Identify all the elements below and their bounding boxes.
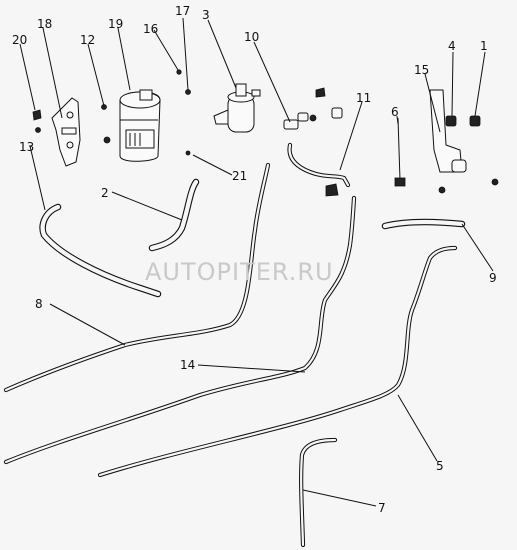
- fastener-21: [185, 150, 191, 156]
- fuel-line-8: [3, 162, 271, 393]
- callout-11: 11: [356, 91, 371, 105]
- callout-1: 1: [480, 39, 488, 53]
- callout-4: 4: [448, 39, 456, 53]
- bolt-12: [101, 104, 111, 144]
- leader-lines: [19, 17, 494, 507]
- callout-19: 19: [108, 17, 123, 31]
- bolt-6: [394, 117, 406, 187]
- callout-12: 12: [80, 33, 95, 47]
- fitting-1: [469, 115, 481, 127]
- connector-10: [283, 87, 343, 130]
- bracket-18: [51, 97, 81, 167]
- callout-6: 6: [391, 105, 399, 119]
- callout-8: 8: [35, 297, 43, 311]
- callout-9: 9: [489, 271, 497, 285]
- fuel-filter-3: [213, 83, 261, 133]
- callout-labels: 20 18 12 19 16 17 3 10 11 6 15 4 1 13 2 …: [12, 4, 497, 515]
- callout-16: 16: [143, 22, 158, 36]
- callout-15: 15: [414, 63, 429, 77]
- callout-20: 20: [12, 33, 27, 47]
- fuel-line-14: [3, 195, 357, 465]
- fastener-17: [185, 89, 191, 95]
- hose-2: [148, 178, 200, 252]
- actuator-15: [429, 89, 467, 194]
- callout-10: 10: [244, 30, 259, 44]
- callout-17: 17: [175, 4, 190, 18]
- fitting-11: [325, 183, 339, 197]
- fastener-16: [176, 69, 182, 75]
- callout-3: 3: [202, 8, 210, 22]
- fuel-line-5: [97, 245, 458, 478]
- fitting-4: [445, 115, 457, 127]
- fuel-line-7: [299, 437, 338, 548]
- callout-13: 13: [19, 140, 34, 154]
- canister-19: [119, 89, 161, 162]
- watermark: AUTOPITER.RU: [145, 258, 334, 286]
- callout-21: 21: [232, 169, 247, 183]
- callout-2: 2: [101, 186, 109, 200]
- callout-7: 7: [378, 501, 386, 515]
- hose-13: [39, 203, 162, 298]
- callout-5: 5: [436, 459, 444, 473]
- clip-20: [32, 109, 42, 133]
- callout-18: 18: [37, 17, 52, 31]
- callout-14: 14: [180, 358, 195, 372]
- hose-9: [381, 218, 466, 230]
- pipe-11: [287, 142, 351, 188]
- fastener-right: [491, 178, 499, 186]
